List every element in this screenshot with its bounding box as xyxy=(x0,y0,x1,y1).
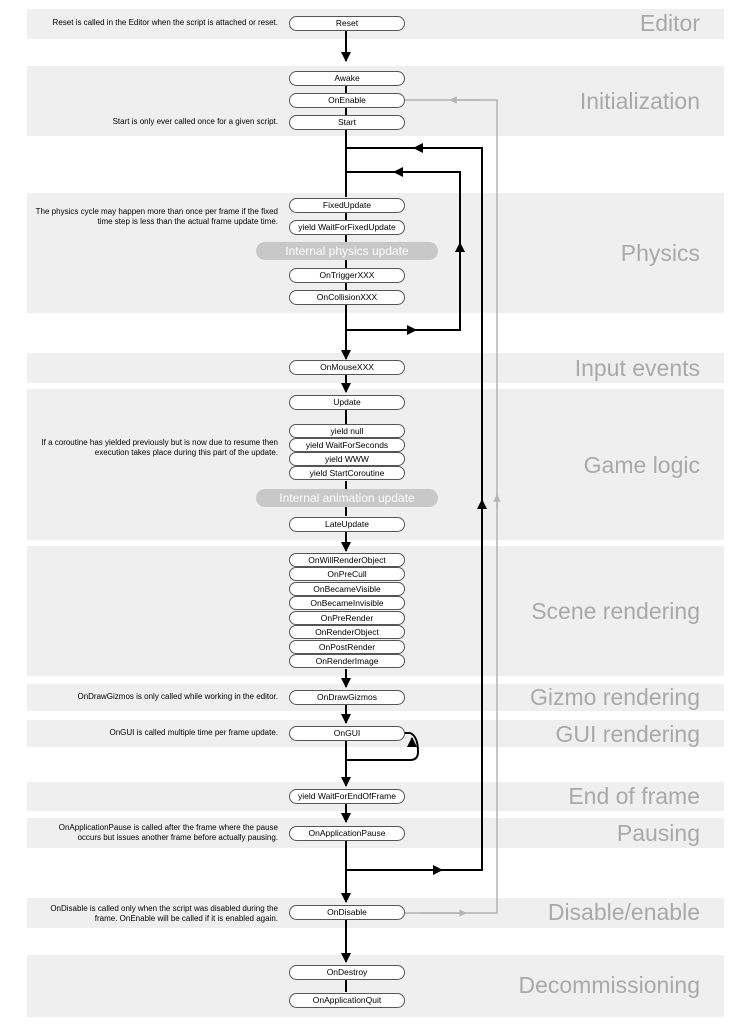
band-label-gizmo: Gizmo rendering xyxy=(529,684,700,710)
step-onpostrender: OnPostRender xyxy=(289,640,405,654)
frame-loop xyxy=(345,143,487,875)
enable-loop xyxy=(405,96,501,917)
step-onwillrenderobject: OnWillRenderObject xyxy=(289,553,405,567)
step-onprecull: OnPreCull xyxy=(289,567,405,581)
step-waitforendofframe: yield WaitForEndOfFrame xyxy=(289,789,405,804)
step-ondisable: OnDisable xyxy=(289,905,405,920)
band-label-eof: End of frame xyxy=(568,783,700,809)
gui-loop xyxy=(346,732,420,761)
step-onmouse: OnMouseXXX xyxy=(289,360,405,375)
note-reset: Reset is called in the Editor when the s… xyxy=(52,18,278,27)
note-gizmos: OnDrawGizmos is only called while workin… xyxy=(77,692,278,701)
step-update: Update xyxy=(289,395,405,410)
step-reset: Reset xyxy=(289,16,405,31)
step-ontrigger: OnTriggerXXX xyxy=(289,268,405,283)
band-label-gui: GUI rendering xyxy=(555,721,700,747)
internal-animation-update: Internal animation update xyxy=(256,489,438,507)
note-coroutine: If a coroutine has yielded previously bu… xyxy=(41,438,278,457)
step-fixedupdate: FixedUpdate xyxy=(289,198,405,213)
step-waitforseconds: yield WaitForSeconds xyxy=(289,438,405,452)
note-disable: OnDisable is called only when the script… xyxy=(50,904,278,923)
band-label-gamelogic: Game logic xyxy=(583,452,700,478)
step-onapplicationquit: OnApplicationQuit xyxy=(289,993,405,1008)
band-label-disable: Disable/enable xyxy=(547,899,700,925)
step-onrenderobject: OnRenderObject xyxy=(289,625,405,639)
internal-physics-update: Internal physics update xyxy=(256,242,438,260)
band-label-scene: Scene rendering xyxy=(531,598,700,624)
step-yield-www: yield WWW xyxy=(289,452,405,466)
step-awake: Awake xyxy=(289,71,405,86)
step-ondrawgizmos: OnDrawGizmos xyxy=(289,690,405,705)
step-yield-null: yield null xyxy=(289,424,405,438)
step-ongui: OnGUI xyxy=(289,726,405,741)
note-physics: The physics cycle may happen more than o… xyxy=(35,207,278,226)
band-label-editor: Editor xyxy=(639,10,700,36)
step-onenable: OnEnable xyxy=(289,93,405,108)
step-onbecamevisible: OnBecameVisible xyxy=(289,582,405,596)
note-pause: OnApplicationPause is called after the f… xyxy=(58,823,278,842)
note-gui: OnGUI is called multiple time per frame … xyxy=(109,728,278,737)
step-startcoroutine: yield StartCoroutine xyxy=(289,466,405,480)
step-onrenderimage: OnRenderImage xyxy=(289,654,405,668)
band-label-initialization: Initialization xyxy=(579,88,700,114)
note-start: Start is only ever called once for a giv… xyxy=(112,117,278,126)
band-label-pausing: Pausing xyxy=(616,820,700,846)
step-lateupdate: LateUpdate xyxy=(289,517,405,532)
band-label-decommissioning: Decommissioning xyxy=(518,972,700,998)
step-ondestroy: OnDestroy xyxy=(289,965,405,980)
step-onapplicationpause: OnApplicationPause xyxy=(289,826,405,841)
step-waitforfixedupdate: yield WaitForFixedUpdate xyxy=(289,220,405,235)
step-start: Start xyxy=(289,115,405,130)
band-label-physics: Physics xyxy=(620,240,700,266)
step-oncollision: OnCollisionXXX xyxy=(289,290,405,305)
band-label-input: Input events xyxy=(574,355,700,381)
step-onprerender: OnPreRender xyxy=(289,611,405,625)
step-onbecameinvisible: OnBecameInvisible xyxy=(289,596,405,610)
